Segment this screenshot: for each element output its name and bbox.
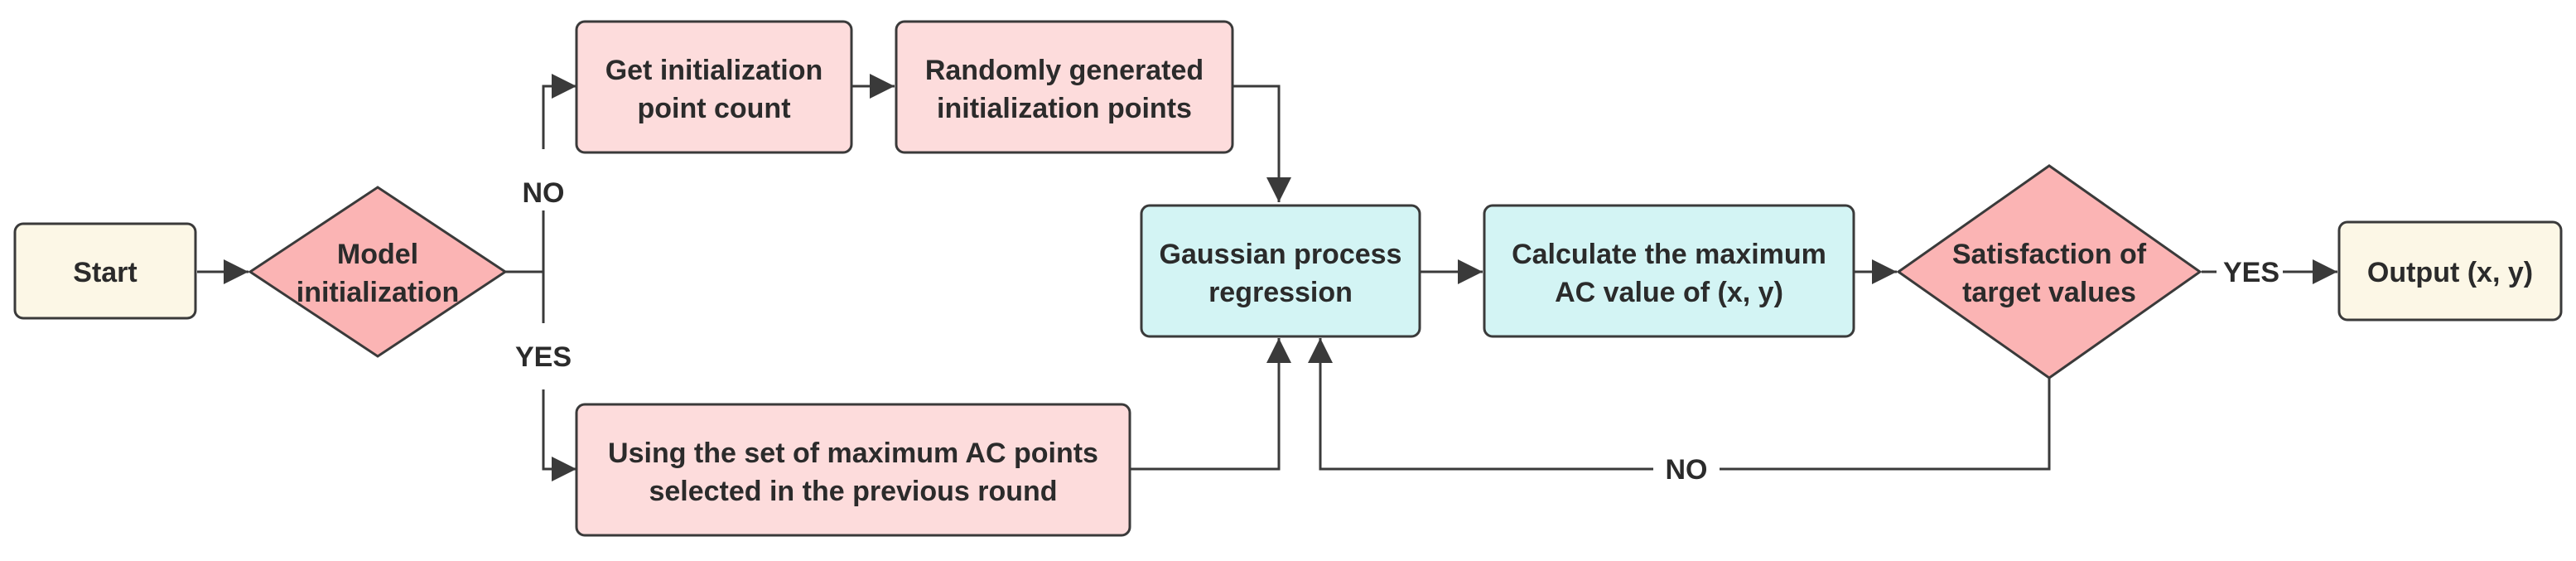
satisfaction-decision: Satisfaction of target values (1896, 164, 2202, 380)
calculate-maximum-node: Calculate the maximum AC value of (x, y) (1483, 204, 1855, 338)
edge-loop-left (1308, 338, 1653, 471)
random-points-label-line2: initialization points (937, 93, 1192, 124)
using-previous-set-node: Using the set of maximum AC points selec… (575, 403, 1131, 537)
edge-branch-up-to-get-count (542, 74, 576, 149)
satisfaction-label-line2: target values (1962, 277, 2136, 308)
calc-label-line1: Calculate the maximum (1512, 239, 1826, 270)
satisfaction-label-line1: Satisfaction of (1952, 239, 2147, 270)
model-init-label-line1: Model (337, 239, 418, 270)
calc-label-line2: AC value of (x, y) (1555, 277, 1783, 308)
output-label: Output (x, y) (2367, 257, 2533, 288)
edge-using-set-to-gpr (1130, 338, 1291, 471)
random-points-label-line1: Randomly generated (925, 55, 1204, 86)
start-node: Start (13, 222, 197, 320)
edge-label-yes-right: YES (2223, 257, 2279, 288)
gpr-label-line1: Gaussian process (1160, 239, 1402, 270)
edge-label-yes-right-group: YES (2217, 252, 2283, 292)
edge-loop-right (1720, 377, 2051, 471)
random-points-node: Randomly generated initialization points (895, 20, 1234, 154)
edge-label-yes-bottom: YES (515, 341, 572, 373)
start-label: Start (73, 257, 137, 288)
gpr-label-line2: regression (1208, 277, 1353, 308)
model-init-label-line2: initialization (297, 277, 459, 308)
edge-label-no-loop-group: NO (1657, 449, 1716, 489)
edge-label-no-loop: NO (1666, 454, 1708, 486)
gaussian-process-node: Gaussian process regression (1140, 204, 1421, 338)
using-set-label-line1: Using the set of maximum AC points (608, 438, 1098, 469)
edge-label-yes-bottom-group: YES (507, 335, 580, 375)
edge-label-no-top: NO (523, 177, 565, 209)
edge-random-to-gpr (1233, 85, 1291, 202)
get-initialization-count-node: Get initialization point count (575, 20, 853, 154)
get-count-label-line1: Get initialization (605, 55, 823, 86)
get-count-label-line2: point count (637, 93, 790, 124)
edge-branch-down-to-using-set (542, 389, 576, 481)
output-node: Output (x, y) (2337, 220, 2563, 322)
model-initialization-decision: Model initialization (248, 186, 508, 358)
edge-label-no-top-group: NO (510, 171, 576, 210)
using-set-label-line2: selected in the previous round (649, 476, 1057, 507)
